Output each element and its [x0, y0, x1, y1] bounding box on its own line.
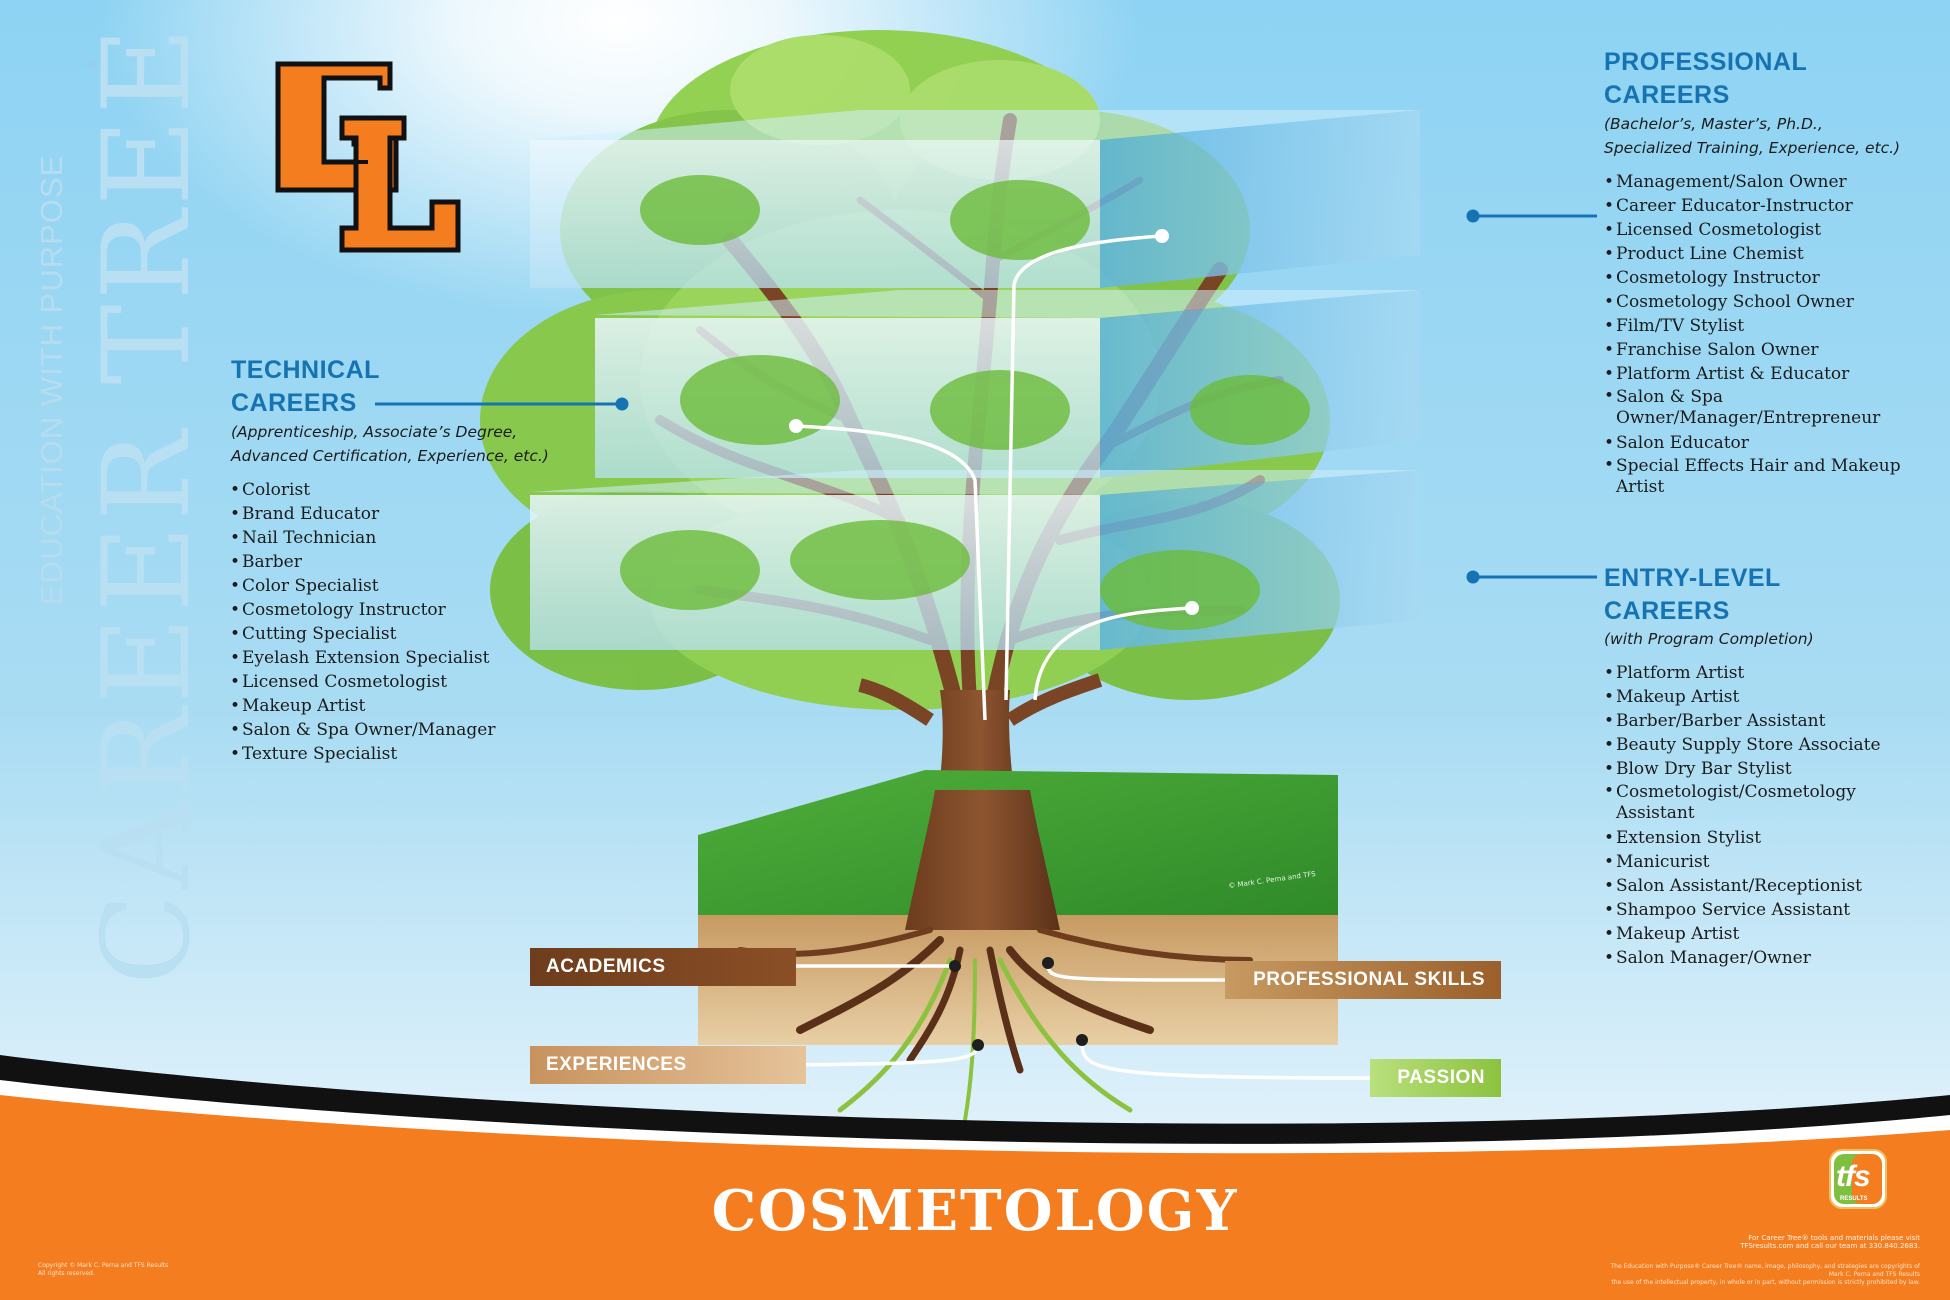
connector-dots: [789, 229, 1199, 615]
career-list-item: Makeup Artist: [1604, 922, 1934, 946]
legal-line-1: The Education with Purpose® Career Tree®…: [1610, 1263, 1920, 1278]
professional-sub-line-2: Specialized Training, Experience, etc.): [1604, 139, 1901, 157]
career-list-item: Extension Stylist: [1604, 826, 1934, 850]
career-list-item: Blow Dry Bar Stylist: [1604, 757, 1934, 781]
career-list-item: Salon Manager/Owner: [1604, 946, 1934, 970]
entry-title-line-2: CAREERS: [1604, 597, 1730, 625]
career-list-item: Shampoo Service Assistant: [1604, 898, 1934, 922]
entry-level-careers-subtitle: (with Program Completion): [1604, 630, 1814, 648]
academics-tag: ACADEMICS: [530, 948, 796, 986]
career-list-item: Cosmetologist/Cosmetology Assistant: [1604, 781, 1934, 826]
tfs-logo-subtext: RESULTS: [1840, 1196, 1868, 1202]
technical-sub-line-2: Advanced Certification, Experience, etc.…: [231, 447, 549, 465]
copyright-line-2: All rights reserved.: [38, 1270, 95, 1277]
career-list-item: Beauty Supply Store Associate: [1604, 733, 1934, 757]
career-list-item: Film/TV Stylist: [1604, 314, 1934, 338]
technical-careers-subtitle: (Apprenticeship, Associate’s Degree, Adv…: [231, 420, 549, 468]
root-connector-dots: [949, 957, 1088, 1051]
white-path-lines: [683, 234, 1381, 1080]
career-list-item: Makeup Artist: [1604, 685, 1934, 709]
career-list-item: Salon & Spa Owner/Manager/Entrepreneur: [1604, 386, 1934, 431]
passion-tag: PASSION: [1370, 1059, 1501, 1097]
entry-title-line-1: ENTRY-LEVEL: [1604, 564, 1781, 592]
entry-level-careers-list: Platform ArtistMakeup ArtistBarber/Barbe…: [1604, 661, 1934, 970]
professional-title-line-2: CAREERS: [1604, 81, 1730, 109]
passion-label: PASSION: [1397, 1067, 1485, 1088]
professional-careers-title: PROFESSIONAL CAREERS: [1604, 46, 1807, 112]
gl-school-logo: [275, 61, 461, 253]
career-list-item: Franchise Salon Owner: [1604, 338, 1934, 362]
career-list-item: Salon & Spa Owner/Manager: [230, 718, 495, 742]
career-list-item: Manicurist: [1604, 850, 1934, 874]
career-list-item: Licensed Cosmetologist: [230, 670, 495, 694]
career-list-item: Barber/Barber Assistant: [1604, 709, 1934, 733]
career-list-item: Management/Salon Owner: [1604, 170, 1934, 194]
career-list-item: Special Effects Hair and Makeup Artist: [1604, 455, 1934, 500]
career-list-item: Platform Artist: [1604, 661, 1934, 685]
technical-careers-title: TECHNICAL CAREERS: [231, 354, 380, 420]
footer-copyright: Copyright © Mark C. Perna and TFS Result…: [38, 1262, 168, 1278]
career-list-item: Texture Specialist: [230, 742, 495, 766]
career-list-item: Barber: [230, 550, 495, 574]
career-list-item: Colorist: [230, 478, 495, 502]
professional-careers-subtitle: (Bachelor’s, Master’s, Ph.D., Specialize…: [1604, 112, 1900, 160]
tfs-results-logo: tfs RESULTS: [1826, 1146, 1918, 1232]
professional-skills-tag: PROFESSIONAL SKILLS: [1225, 961, 1501, 999]
career-list-item: Cosmetology School Owner: [1604, 290, 1934, 314]
technical-careers-list: ColoristBrand EducatorNail TechnicianBar…: [230, 478, 495, 766]
professional-title-line-1: PROFESSIONAL: [1604, 48, 1808, 76]
career-list-item: Career Educator-Instructor: [1604, 194, 1934, 218]
technical-title-line-2: CAREERS: [231, 389, 357, 417]
copyright-line-1: Copyright © Mark C. Perna and TFS Result…: [38, 1262, 169, 1269]
career-list-item: Eyelash Extension Specialist: [230, 646, 495, 670]
career-list-item: Nail Technician: [230, 526, 495, 550]
career-list-item: Makeup Artist: [230, 694, 495, 718]
career-list-item: Platform Artist & Educator: [1604, 362, 1934, 386]
career-list-item: Brand Educator: [230, 502, 495, 526]
program-title: COSMETOLOGY: [711, 1178, 1239, 1244]
technical-title-line-1: TECHNICAL: [231, 356, 380, 384]
professional-careers-list: Management/Salon OwnerCareer Educator-In…: [1604, 170, 1934, 500]
footer-info: For Career Tree® tools and materials ple…: [1650, 1234, 1920, 1250]
legal-line-2: the use of the intellectual property, in…: [1611, 1279, 1920, 1286]
footer-band: [0, 1055, 1950, 1300]
blue-callout-lines: [375, 209, 1597, 584]
professional-sub-line-1: (Bachelor’s, Master’s, Ph.D.,: [1604, 115, 1823, 133]
tree-trunk-base: [905, 790, 1060, 930]
entry-level-careers-title: ENTRY-LEVEL CAREERS: [1604, 562, 1781, 628]
career-list-item: Salon Assistant/Receptionist: [1604, 874, 1934, 898]
registered-mark: ®: [86, 58, 97, 71]
tree-leaves: [620, 175, 1310, 630]
career-list-item: Licensed Cosmetologist: [1604, 218, 1934, 242]
experiences-tag: EXPERIENCES: [530, 1046, 806, 1084]
career-list-item: Color Specialist: [230, 574, 495, 598]
career-list-item: Cosmetology Instructor: [230, 598, 495, 622]
info-line-1: For Career Tree® tools and materials ple…: [1748, 1234, 1920, 1242]
info-line-2: TFSresults.com and call our team at 330.…: [1740, 1242, 1920, 1250]
career-list-item: Product Line Chemist: [1604, 242, 1934, 266]
career-list-item: Cosmetology Instructor: [1604, 266, 1934, 290]
tfs-logo-badge: [1829, 1149, 1887, 1209]
career-list-item: Salon Educator: [1604, 431, 1934, 455]
technical-sub-line-1: (Apprenticeship, Associate’s Degree,: [231, 423, 518, 441]
footer-legal: The Education with Purpose® Career Tree®…: [1600, 1263, 1920, 1287]
professional-skills-label: PROFESSIONAL SKILLS: [1253, 969, 1485, 990]
career-list-item: Cutting Specialist: [230, 622, 495, 646]
tfs-logo-text: tfs: [1836, 1160, 1871, 1193]
